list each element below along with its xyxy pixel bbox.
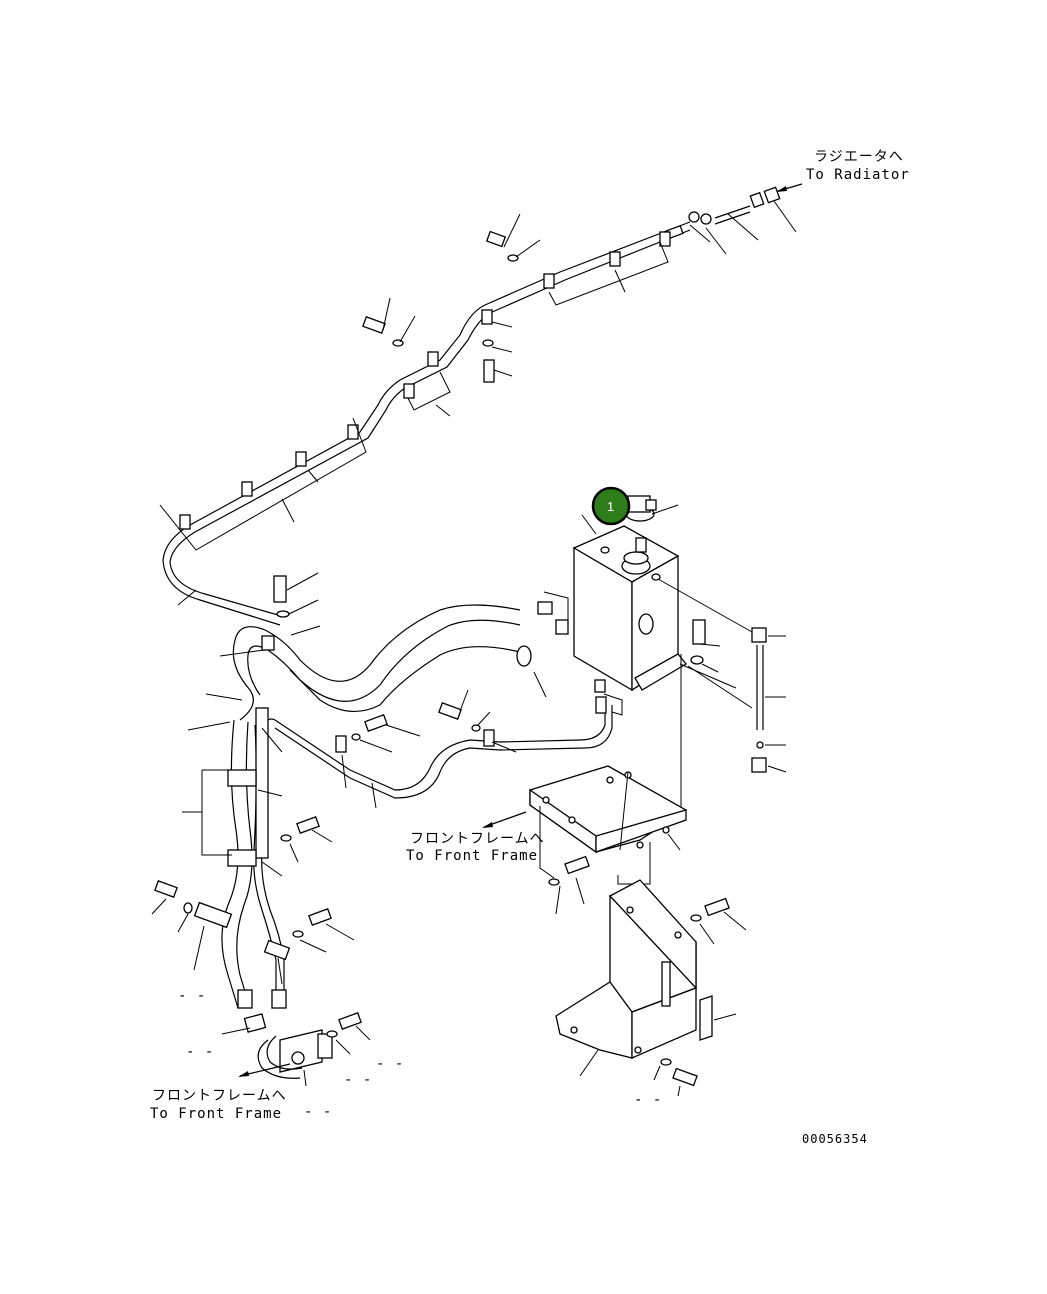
dash-mark: - - [186,1044,214,1060]
dash-mark: - - [376,1056,404,1072]
to-radiator-label-en: To Radiator [806,167,910,183]
dash-mark: - - [344,1072,372,1088]
upper-pipe-clamps [179,231,671,530]
level-gauge-rod [751,627,787,773]
tank-mounting-plate [529,765,688,854]
to-front-frame-mid-label-en: To Front Frame [406,848,538,864]
callout-number: 1 [607,499,614,514]
callout-circle[interactable] [591,486,631,526]
hose-clamps-middle [261,601,569,667]
radiator-direction-arrow [776,183,803,192]
leader-lines-middle [187,591,623,809]
plate-bolts [548,855,590,886]
lower-support-bracket [555,879,713,1059]
dash-mark: - - [304,1104,332,1120]
front-frame-mid-arrow [482,811,527,828]
leader-lines-upper [159,200,797,636]
callout-marker-1[interactable]: 1 [591,486,631,526]
dash-mark: - - [178,988,206,1004]
to-radiator-label-jp: ラジエータへ [814,149,904,165]
lower-bracket-bolts [660,897,730,1087]
middle-clamps-bolts [335,679,607,753]
suction-hose-large [232,604,521,721]
radiator-end-fittings [666,186,781,239]
hydraulic-tank [572,525,687,692]
bolt-icon [273,230,519,618]
to-front-frame-mid-label-jp: フロントフレームへ [410,831,545,847]
lower-fitting-block [257,1012,371,1087]
left-bolts-washers [154,816,332,1033]
to-front-frame-low-label-jp: フロントフレームへ [152,1088,287,1104]
return-steel-pipe [261,705,613,799]
tank-side-bolts [690,619,706,665]
to-front-frame-low-label-en: To Front Frame [150,1106,282,1122]
tank-cap-assembly [625,495,657,522]
dash-mark: - - [634,1092,662,1108]
front-frame-low-arrow [238,1063,291,1077]
upper-steel-pipe [162,205,751,626]
leader-lines-tank [581,504,753,812]
leader-lines-left [151,727,355,1035]
leader-lines-lower [579,911,747,1097]
left-vertical-hoses [221,707,287,1009]
drawing-number: 00056354 [802,1132,868,1146]
